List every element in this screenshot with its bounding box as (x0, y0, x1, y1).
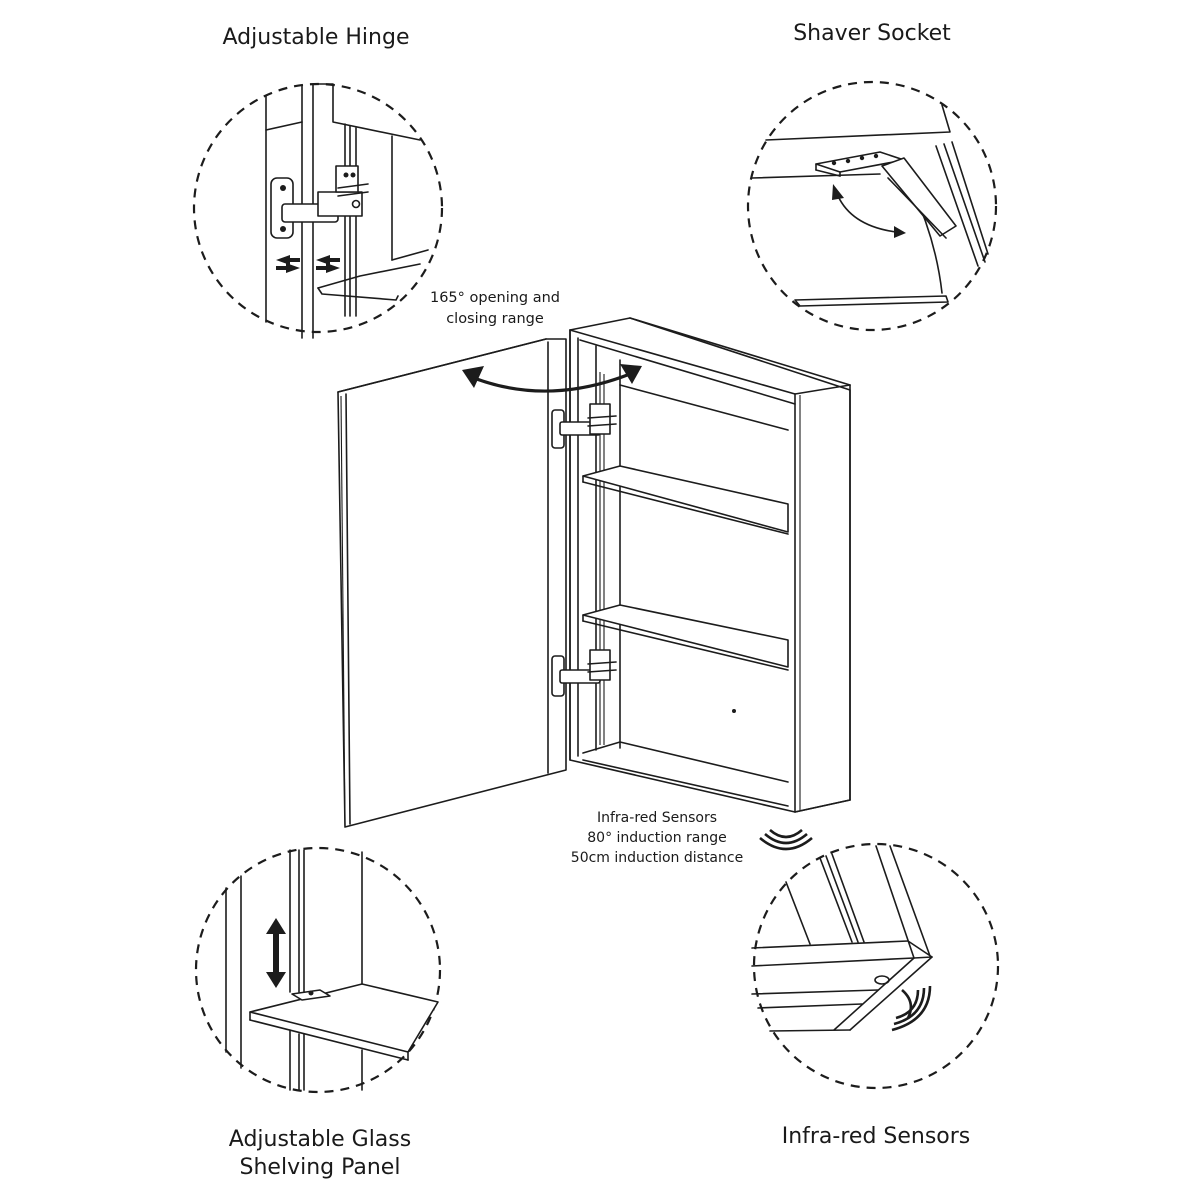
lower-hinge-icon (551, 649, 617, 697)
glass-shelving-title: Adjustable Glass Shelving Panel (180, 1126, 460, 1182)
cabinet-door (337, 338, 567, 828)
double-curved-arrow-icon (462, 364, 642, 393)
mirror-cabinet-illustration (337, 317, 851, 851)
sensor-spec-line3: 50cm induction distance (570, 850, 744, 866)
shelving-detail-circle (194, 846, 442, 1094)
sensor-detail-circle (752, 842, 1000, 1090)
horizontal-adjust-arrows-icon (276, 255, 340, 273)
vertical-double-arrow-icon (266, 918, 286, 988)
glass-shelving-detail (194, 846, 442, 1094)
sensor-wave-icon (759, 828, 813, 851)
adjustable-hinge-detail (192, 82, 444, 339)
infrared-sensors-title: Infra-red Sensors (781, 1124, 971, 1149)
upper-hinge-icon (551, 403, 617, 449)
sensor-spec-line1: Infra-red Sensors (597, 810, 717, 826)
opening-range-line2: closing range (446, 311, 544, 327)
opening-range-note: 165° opening and closing range (410, 288, 580, 330)
sensor-spec-note: Infra-red Sensors 80° induction range 50… (552, 808, 762, 868)
shaver-socket-icon (815, 151, 957, 239)
sensor-lens-icon (874, 975, 890, 985)
sensor-wave-icon (891, 985, 932, 1032)
sensor-spec-line2: 80° induction range (587, 830, 727, 846)
shaver-socket-title: Shaver Socket (793, 21, 951, 46)
cabinet-body (569, 317, 851, 813)
opening-range-line1: 165° opening and (429, 290, 561, 306)
shaver-socket-detail (746, 80, 998, 332)
infrared-sensors-detail (751, 842, 1000, 1090)
glass-shelving-title-line1: Adjustable Glass (228, 1127, 412, 1152)
adjustable-hinge-title: Adjustable Hinge (222, 25, 410, 50)
curved-double-arrow-icon (832, 184, 906, 238)
shelf-support-peg-icon (291, 989, 331, 1001)
hinge-mechanism-icon (270, 165, 369, 239)
socket-detail-circle (746, 80, 998, 332)
glass-shelving-title-line2: Shelving Panel (239, 1155, 401, 1180)
